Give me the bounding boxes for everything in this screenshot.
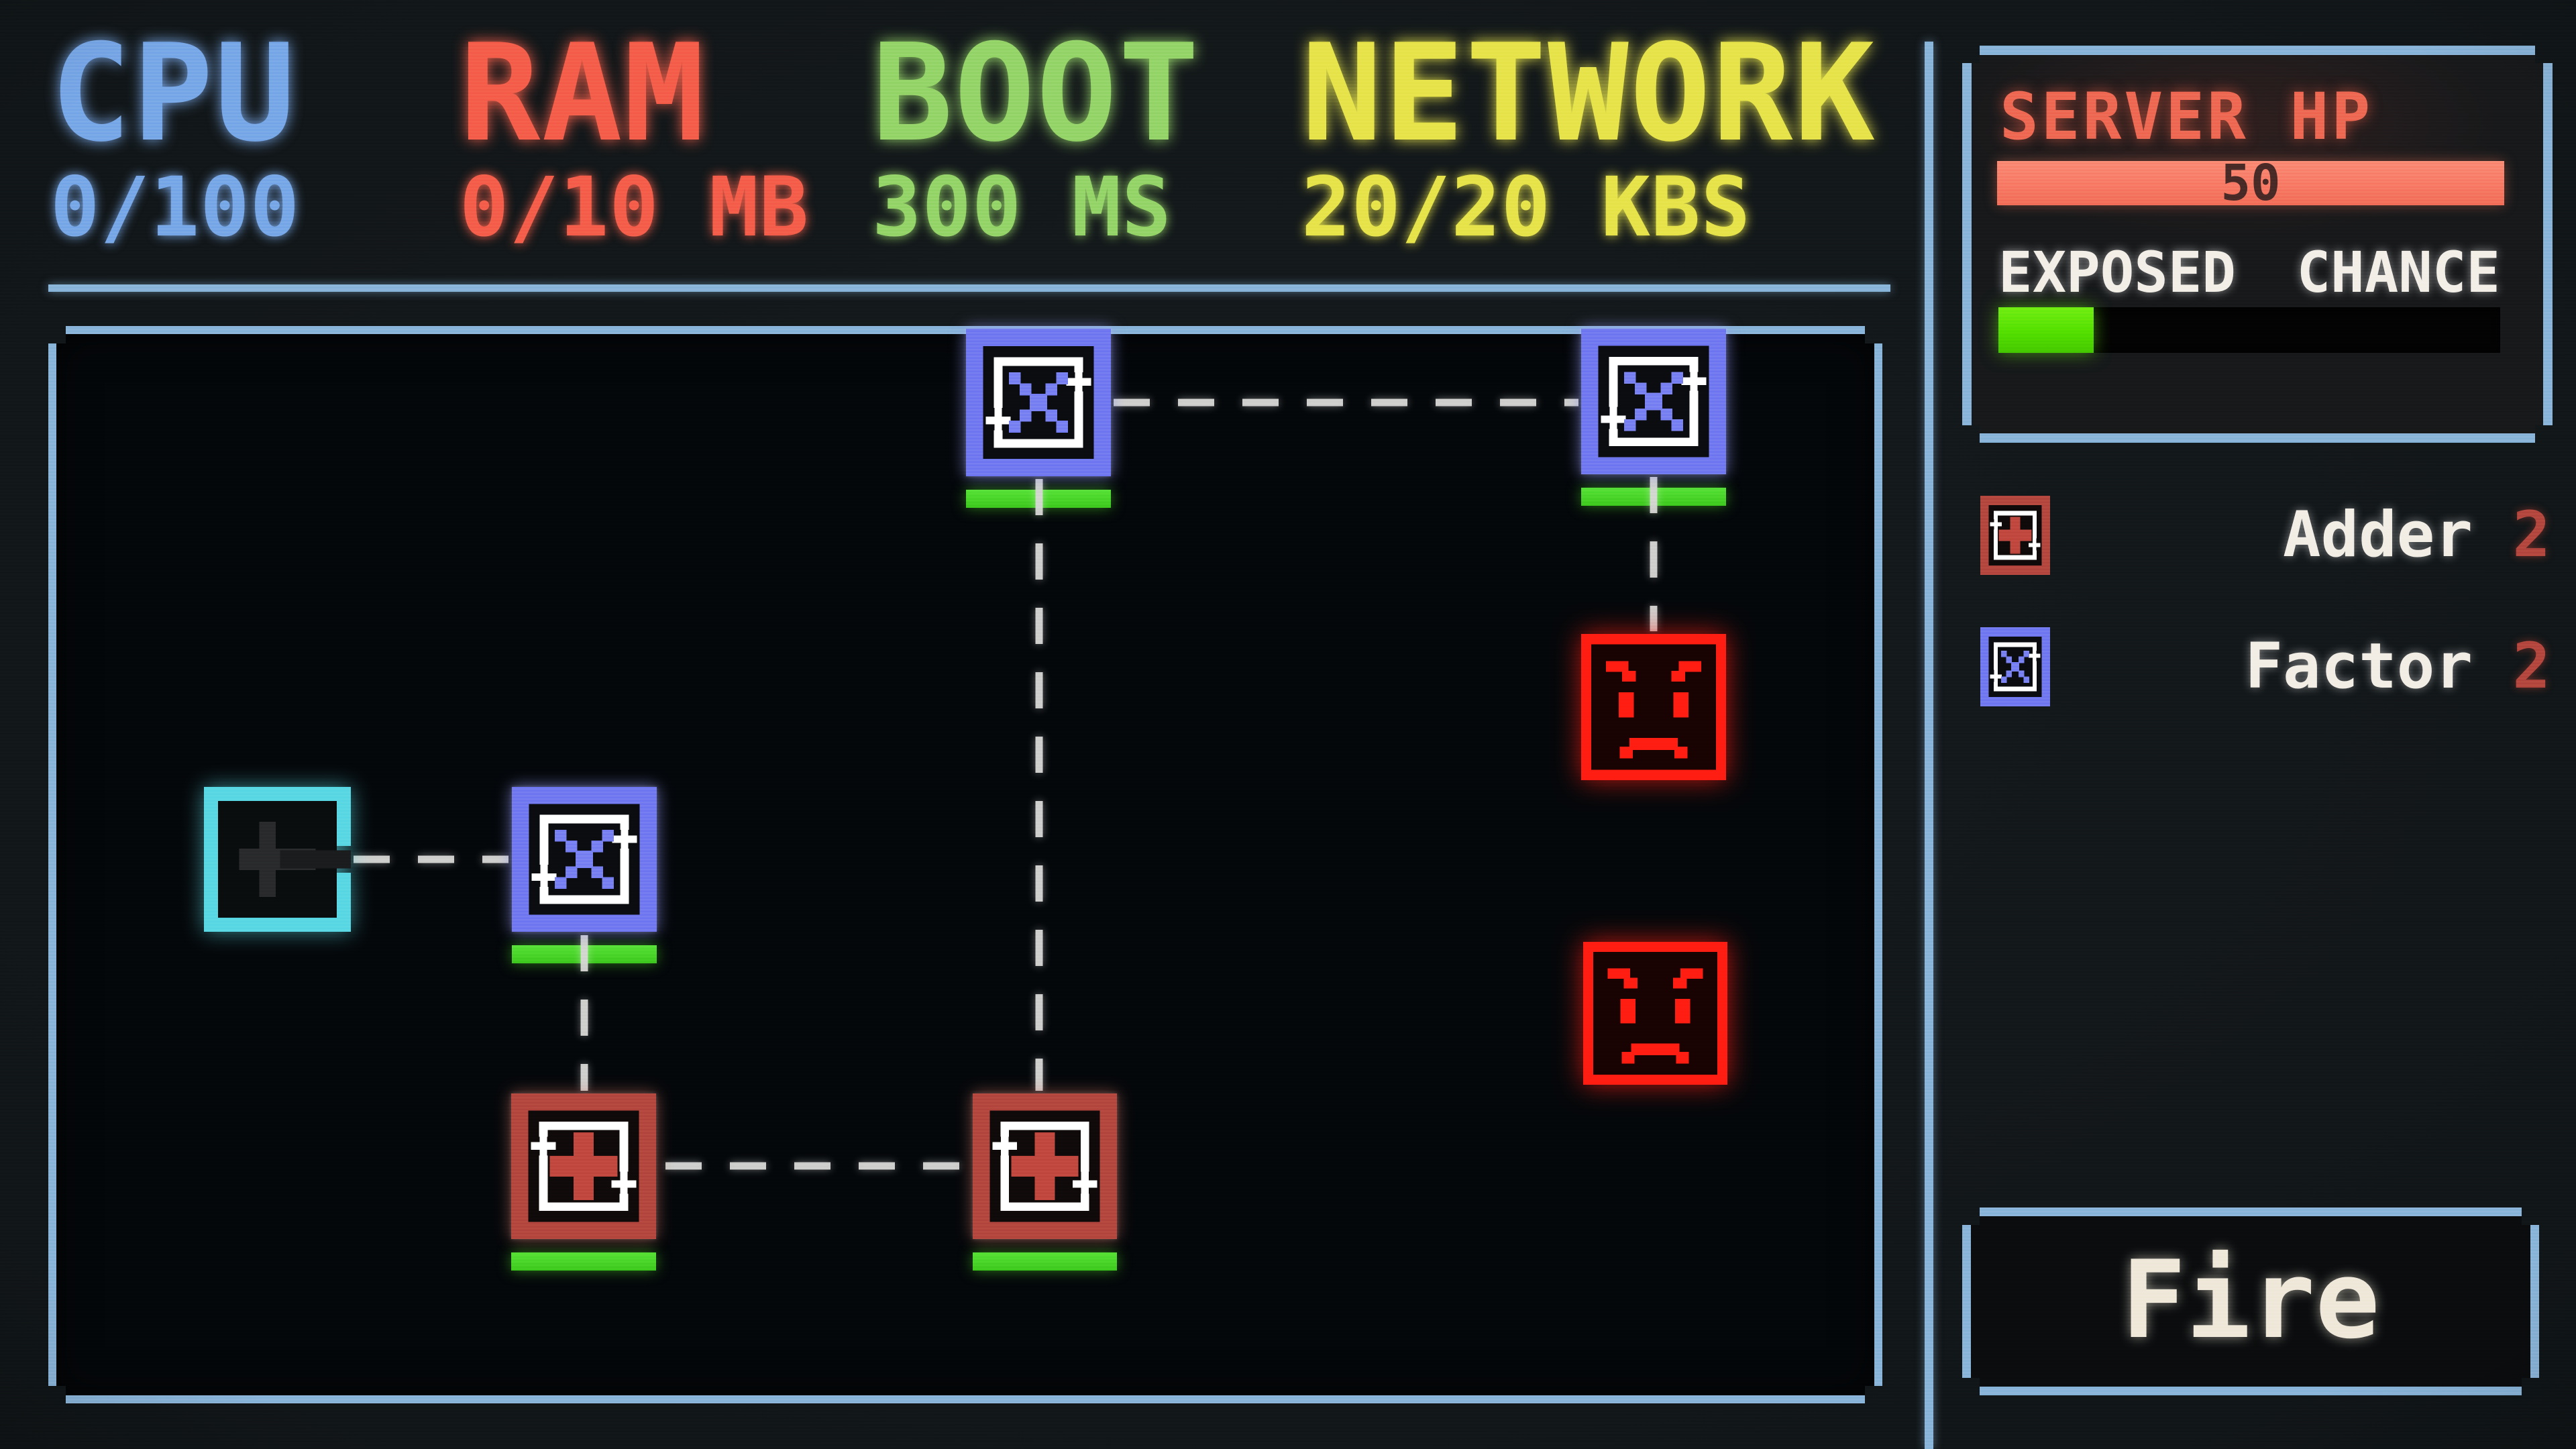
- header-divider: [48, 284, 1890, 292]
- factor-tower-node[interactable]: [966, 329, 1111, 476]
- legend-factor-count: 2: [2512, 630, 2551, 703]
- stat-boot: BOOT 300 MS: [872, 15, 1201, 249]
- legend-factor-label: Factor: [2245, 630, 2473, 703]
- health-bar: [973, 1252, 1117, 1271]
- enemy-node: [1581, 634, 1726, 780]
- exposed-chance-label: EXPOSED CHANCE: [1998, 244, 2500, 301]
- adder-tower-node[interactable]: [973, 1093, 1117, 1239]
- adder-tower-node[interactable]: [511, 1093, 656, 1239]
- stat-network: NETWORK 20/20 KBS: [1301, 15, 1876, 249]
- server-hp-panel: SERVER HP 50 EXPOSED CHANCE: [1962, 46, 2553, 443]
- health-bar: [966, 490, 1111, 508]
- server-hp-bar: 50: [1997, 161, 2504, 205]
- legend-item-adder[interactable]: Adder 2: [1980, 494, 2551, 577]
- stat-network-label: NETWORK: [1301, 15, 1876, 172]
- fire-button[interactable]: Fire: [1962, 1208, 2539, 1395]
- source-node: [204, 787, 351, 932]
- factor-tower-node[interactable]: [1581, 329, 1726, 474]
- stat-boot-label: BOOT: [872, 15, 1201, 172]
- fire-button-label: Fire: [2121, 1237, 2380, 1362]
- adder-icon: [1980, 496, 2050, 575]
- health-bar: [1581, 488, 1726, 506]
- stat-network-value: 20/20 KBS: [1301, 160, 1752, 255]
- exposed-label: EXPOSED: [1998, 239, 2237, 305]
- stat-ram-value: 0/10 MB: [460, 160, 810, 255]
- health-bar: [511, 1252, 656, 1271]
- stat-boot-value: 300 MS: [872, 160, 1172, 255]
- server-hp-value: 50: [2220, 154, 2281, 212]
- health-bar: [512, 945, 657, 963]
- server-hp-title: SERVER HP: [2000, 79, 2373, 154]
- legend-adder-label: Adder: [2283, 498, 2473, 572]
- legend-adder-count: 2: [2512, 498, 2551, 572]
- stat-ram: RAM 0/10 MB: [460, 15, 808, 249]
- stat-ram-label: RAM: [460, 15, 706, 172]
- factor-icon: [1980, 627, 2050, 706]
- exposed-chance-track: [1998, 307, 2500, 353]
- sidebar-divider: [1925, 42, 1933, 1449]
- stat-cpu-label: CPU: [50, 15, 297, 172]
- legend-item-factor[interactable]: Factor 2: [1980, 625, 2551, 708]
- exposed-chance-fill: [1998, 307, 2094, 353]
- chance-label: CHANCE: [2296, 239, 2500, 305]
- stat-cpu: CPU 0/100: [50, 15, 299, 249]
- stat-cpu-value: 0/100: [50, 160, 301, 255]
- factor-tower-node[interactable]: [512, 787, 657, 932]
- enemy-node: [1583, 942, 1727, 1085]
